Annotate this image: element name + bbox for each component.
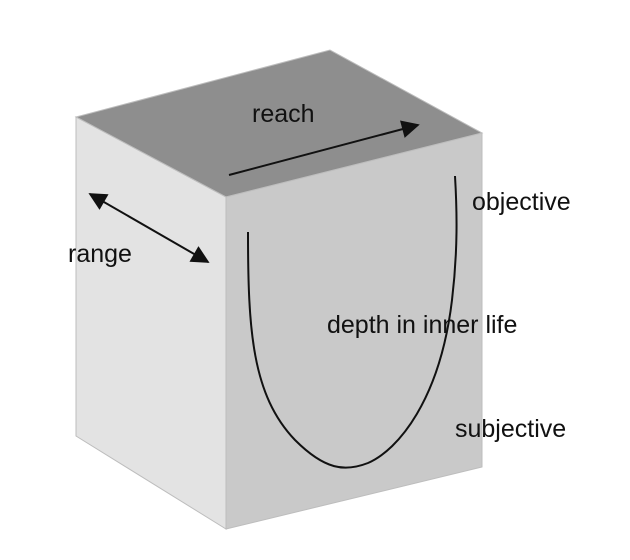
cube-front-face — [225, 132, 483, 530]
range-arrow — [88, 193, 210, 263]
label-reach: reach — [252, 100, 315, 128]
label-objective: objective — [472, 188, 571, 216]
reach-arrow — [228, 120, 420, 176]
depth-curve — [247, 175, 458, 469]
label-range: range — [68, 240, 132, 268]
label-subjective: subjective — [455, 415, 566, 443]
label-depth-in-inner-life: depth in inner life — [327, 311, 517, 339]
